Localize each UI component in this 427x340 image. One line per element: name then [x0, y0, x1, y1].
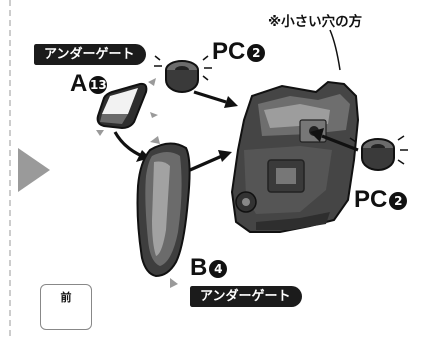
arrow-pc-top-head [224, 96, 238, 108]
small-hole-note: ※小さい穴の方 [268, 14, 363, 30]
pc-top-number: 2 [247, 44, 266, 62]
sparkle-marks [349, 135, 408, 165]
sparkle-marks [154, 55, 212, 81]
front-label: 前 [60, 291, 72, 304]
pc-right-text: PC [354, 186, 388, 213]
arrow-b-to-body-head [218, 150, 232, 162]
part-a-letter: A [70, 70, 88, 97]
gate-mark [170, 278, 178, 288]
gate-mark [150, 136, 160, 144]
arrow-b-to-body [189, 154, 223, 172]
part-b-letter: B [190, 254, 208, 281]
note-leader-line [329, 29, 341, 71]
main-body [230, 80, 360, 233]
part-a [96, 82, 148, 130]
gate-mark [150, 112, 158, 118]
step-arrow-icon [18, 148, 50, 192]
arrow-pc-right-to-body [321, 134, 359, 152]
pc-part-right [361, 138, 395, 171]
gate-mark [148, 78, 156, 86]
part-b-number: 4 [209, 260, 228, 278]
gate-mark [96, 130, 104, 136]
pc-part-top [165, 60, 199, 93]
under-gate-label-bottom: アンダーゲート [190, 286, 303, 307]
pc-right-number: 2 [389, 192, 408, 210]
front-indicator: 前 [40, 284, 92, 330]
under-gate-label-top: アンダーゲート [34, 44, 147, 65]
arrow-pc-right-head [310, 128, 324, 142]
arrow-pc-top-to-body [193, 90, 227, 104]
part-a-number: 13 [89, 76, 108, 94]
arrow-a-to-b [113, 131, 143, 158]
part-b [136, 142, 191, 278]
pc-top-text: PC [212, 38, 246, 65]
